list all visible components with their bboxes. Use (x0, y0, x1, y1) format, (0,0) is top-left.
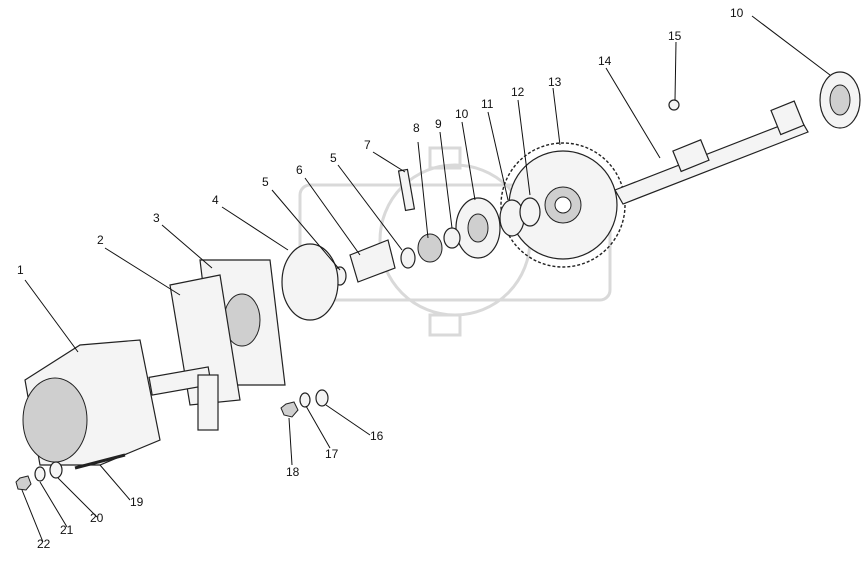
callout-5a: 5 (262, 175, 269, 189)
callout-4: 4 (212, 193, 219, 207)
callout-21: 21 (60, 523, 74, 537)
callout-15: 15 (668, 29, 682, 43)
callout-5b: 5 (330, 151, 337, 165)
callout-10b: 10 (730, 6, 744, 20)
rings-and-bushing (333, 239, 416, 286)
callout-10a: 10 (455, 107, 469, 121)
large-gear (500, 142, 626, 268)
callout-18: 18 (286, 465, 300, 479)
callout-16: 16 (370, 429, 384, 443)
middle-bearings (455, 197, 541, 259)
callout-1: 1 (17, 263, 24, 277)
callout-20: 20 (90, 511, 104, 525)
callout-14: 14 (598, 54, 612, 68)
shaft (614, 100, 809, 205)
callout-12: 12 (511, 85, 525, 99)
callout-8: 8 (413, 121, 420, 135)
callout-labels: 1 2 3 4 5 6 5 7 8 9 10 11 12 13 14 15 10… (17, 6, 744, 551)
callout-6: 6 (296, 163, 303, 177)
callout-19: 19 (130, 495, 144, 509)
callout-3: 3 (153, 211, 160, 225)
stud (74, 453, 126, 470)
leader-lines (21, 15, 831, 543)
callout-2: 2 (97, 233, 104, 247)
pump (22, 339, 219, 466)
ball (668, 99, 680, 111)
fasteners (15, 389, 329, 491)
callout-7: 7 (364, 138, 371, 152)
callout-11: 11 (481, 97, 494, 111)
splined-sleeve-and-ring (417, 227, 461, 263)
callout-22: 22 (37, 537, 51, 551)
callout-9: 9 (435, 117, 442, 131)
bearing-right (819, 71, 861, 129)
callout-13: 13 (548, 75, 562, 89)
callout-17: 17 (325, 447, 339, 461)
